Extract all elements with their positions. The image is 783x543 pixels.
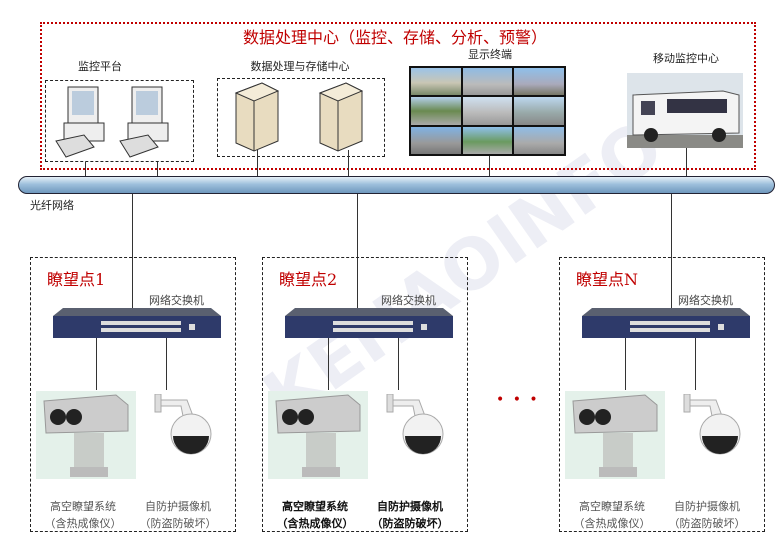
dome-camera-caption: 自防护摄像机（防盗防破坏）: [668, 500, 746, 530]
network-switch-icon: [53, 308, 221, 338]
thermal-camera-caption: 高空瞭望系统（含热成像仪）: [44, 500, 122, 530]
dome-camera-icon: [386, 394, 444, 455]
monitor-platform-label: 监控平台: [78, 60, 122, 73]
thermal-camera-caption: 高空瞭望系统（含热成像仪）: [276, 500, 354, 530]
computer-icon: [55, 86, 105, 158]
switch-label: 网络交换机: [381, 294, 436, 307]
lookout-site: 瞭望点1 网络交换机 高空瞭望系统（含热成像仪） 自防护摄像机（防盗防破坏）: [30, 257, 236, 532]
data-center-box: [40, 22, 756, 170]
mobile-command-vehicle-icon: [627, 73, 743, 148]
site-title: 瞭望点N: [576, 270, 639, 289]
data-center-title: 数据处理中心（监控、存储、分析、预警）: [242, 28, 548, 47]
monitor-platform-box: [45, 80, 194, 162]
network-switch-icon: [285, 308, 453, 338]
thermal-camera-icon: [565, 391, 665, 479]
more-sites-ellipsis: • • •: [496, 392, 540, 408]
dome-camera-icon: [683, 394, 741, 455]
site-title: 瞭望点1: [47, 270, 106, 289]
lookout-site: 瞭望点2 网络交换机 高空瞭望系统（含热成像仪） 自防护摄像机（防盗防破坏）: [262, 257, 468, 532]
computer-icon: [119, 86, 169, 158]
dome-camera-caption: 自防护摄像机（防盗防破坏）: [371, 500, 449, 530]
dome-camera-icon: [154, 394, 212, 455]
video-wall: [409, 66, 566, 156]
lookout-site: 瞭望点N 网络交换机 高空瞭望系统（含热成像仪） 自防护摄像机（防盗防破坏）: [559, 257, 765, 532]
thermal-camera-caption: 高空瞭望系统（含热成像仪）: [573, 500, 651, 530]
server-icon: [234, 82, 280, 152]
switch-label: 网络交换机: [149, 294, 204, 307]
site-title: 瞭望点2: [279, 270, 338, 289]
thermal-camera-icon: [36, 391, 136, 479]
storage-center-box: [217, 78, 385, 157]
server-icon: [318, 82, 364, 152]
storage-center-label: 数据处理与存储中心: [250, 60, 350, 73]
dome-camera-caption: 自防护摄像机（防盗防破坏）: [139, 500, 217, 530]
fiber-network-label: 光纤网络: [30, 199, 74, 212]
network-switch-icon: [582, 308, 750, 338]
switch-label: 网络交换机: [678, 294, 733, 307]
fiber-network-pipe: [18, 176, 775, 194]
mobile-center-label: 移动监控中心: [653, 52, 719, 65]
thermal-camera-icon: [268, 391, 368, 479]
display-terminal-label: 显示终端: [468, 48, 512, 61]
